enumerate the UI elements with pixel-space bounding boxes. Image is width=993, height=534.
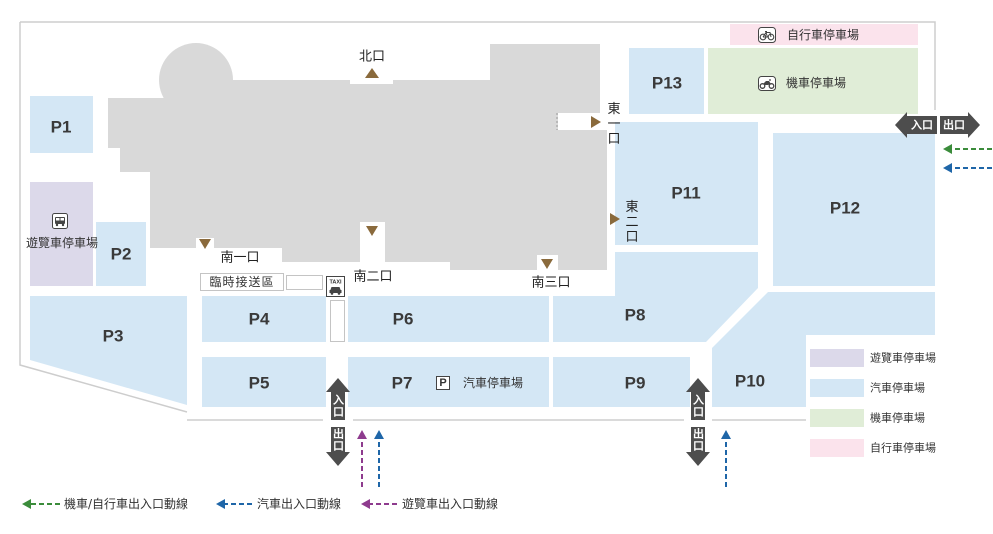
route-legend-motorcycle-label: 機車/自行車出入口動線	[64, 497, 189, 511]
lot-p3	[30, 296, 187, 405]
route-legend-bus-label: 遊覽車出入口動線	[402, 497, 499, 511]
lot-p12	[773, 133, 935, 286]
east-car-route-arrow	[943, 163, 992, 173]
lot-p5	[202, 357, 326, 407]
east-2-entrance-label: 東二口	[622, 199, 638, 245]
legend-swatch-bus	[810, 349, 864, 367]
lot-motorcycle	[708, 48, 918, 114]
east-2-entrance-marker	[610, 213, 620, 225]
lot-label-p7: P7	[391, 373, 413, 393]
east-gate-exit-label: 出口	[943, 118, 965, 132]
lot-p6	[348, 296, 549, 342]
legend-bus-route-arrow	[361, 499, 397, 509]
east-gate-exit-arrow	[940, 112, 980, 138]
lot-bicycle	[730, 24, 918, 45]
lot-p2	[96, 222, 146, 286]
legend-car-route-arrow	[216, 499, 252, 509]
south-3-entrance-marker	[541, 259, 553, 269]
lot-label-p8: P8	[624, 305, 646, 325]
taxi-sign-text: TAXI	[329, 280, 342, 286]
building-footprint	[108, 44, 607, 270]
south-east-gate-exit-label: 出口	[691, 428, 705, 452]
pickup-zone: 臨時接送區	[200, 273, 284, 291]
lot-p10	[712, 292, 935, 407]
legend-swatch-motorcycle	[810, 409, 864, 427]
site-boundary	[19, 21, 936, 421]
gate-arrows	[326, 112, 980, 466]
east-gate-entry-label: 入口	[911, 118, 933, 132]
south-1-entrance-label: 南一口	[220, 250, 260, 266]
parking-sign-icon: P	[436, 376, 450, 390]
east-1-entrance-marker	[591, 116, 601, 128]
south-2-entrance-label: 南二口	[353, 269, 393, 285]
south-3-entrance-label: 南三口	[531, 275, 571, 291]
legend-label-bicycle: 自行車停車場	[870, 441, 936, 455]
legend-label-motorcycle: 機車停車場	[870, 411, 925, 425]
lot-label-p2: P2	[110, 244, 132, 264]
route-arrows	[357, 144, 992, 487]
legend-motorcycle-route-arrow	[22, 499, 60, 509]
route-legend-arrows	[22, 499, 397, 509]
north-entrance-marker	[365, 68, 379, 78]
pickup-zone-label: 臨時接送區	[209, 275, 275, 289]
south-east-gate-exit-arrow	[686, 427, 710, 466]
north-entrance-label: 北口	[358, 49, 386, 65]
legend-label-car: 汽車停車場	[870, 381, 925, 395]
south-east-gate-entry-arrow	[686, 378, 710, 420]
bus-icon	[52, 213, 68, 229]
legend-swatch-car	[810, 379, 864, 397]
lot-label-p4: P4	[248, 309, 270, 329]
south-west-car-route-arrow	[374, 430, 384, 487]
legend-swatch-bicycle	[810, 439, 864, 457]
lot-p13	[629, 48, 704, 114]
bus-lot-label: 遊覽車停車場	[25, 236, 99, 250]
bicycle-lot-label: 自行車停車場	[786, 28, 860, 42]
east-motorcycle-route-arrow	[943, 144, 992, 154]
south-west-gate-entry-arrow	[326, 378, 350, 420]
car-lot-label: 汽車停車場	[462, 376, 524, 390]
south-1-entrance-marker	[199, 239, 211, 249]
lot-bus	[30, 182, 93, 286]
lot-p8	[553, 252, 758, 342]
route-legend-car-label: 汽車出入口動線	[257, 497, 342, 511]
main-building	[108, 43, 607, 270]
lot-label-p9: P9	[624, 373, 646, 393]
entrance-markers	[199, 68, 620, 269]
lot-label-p1: P1	[50, 117, 72, 137]
south-west-gate-entry-label: 入口	[331, 394, 345, 418]
lot-label-p6: P6	[392, 309, 414, 329]
lot-p1	[30, 96, 93, 153]
east-1-entrance-label: 東一口	[604, 101, 620, 147]
south-west-gate-exit-arrow	[326, 427, 350, 466]
south-east-car-route-arrow	[721, 430, 731, 487]
taxi-icon: TAXI	[326, 276, 345, 297]
lot-p4	[202, 296, 326, 342]
south-west-gate-exit-label: 出口	[331, 428, 345, 452]
lot-label-p12: P12	[829, 198, 861, 218]
lot-label-p10: P10	[734, 371, 766, 391]
bicycle-icon	[758, 27, 776, 43]
lot-p9	[553, 357, 690, 407]
lot-p11	[615, 122, 758, 245]
south-east-gate-entry-label: 入口	[691, 394, 705, 418]
lot-label-p5: P5	[248, 373, 270, 393]
motorcycle-lot-label: 機車停車場	[785, 76, 847, 90]
east-gate-entry-arrow	[895, 112, 937, 138]
south-2-entrance-marker	[366, 226, 378, 236]
parking-lots	[30, 24, 935, 407]
legend-label-bus: 遊覽車停車場	[870, 351, 936, 365]
lot-label-p13: P13	[651, 73, 683, 93]
motorcycle-icon	[758, 76, 776, 91]
taxi-lane	[330, 300, 345, 342]
lot-label-p11: P11	[671, 183, 701, 203]
lot-label-p3: P3	[102, 326, 124, 346]
pickup-zone-extension	[286, 275, 323, 290]
south-west-bus-route-arrow	[357, 430, 367, 487]
